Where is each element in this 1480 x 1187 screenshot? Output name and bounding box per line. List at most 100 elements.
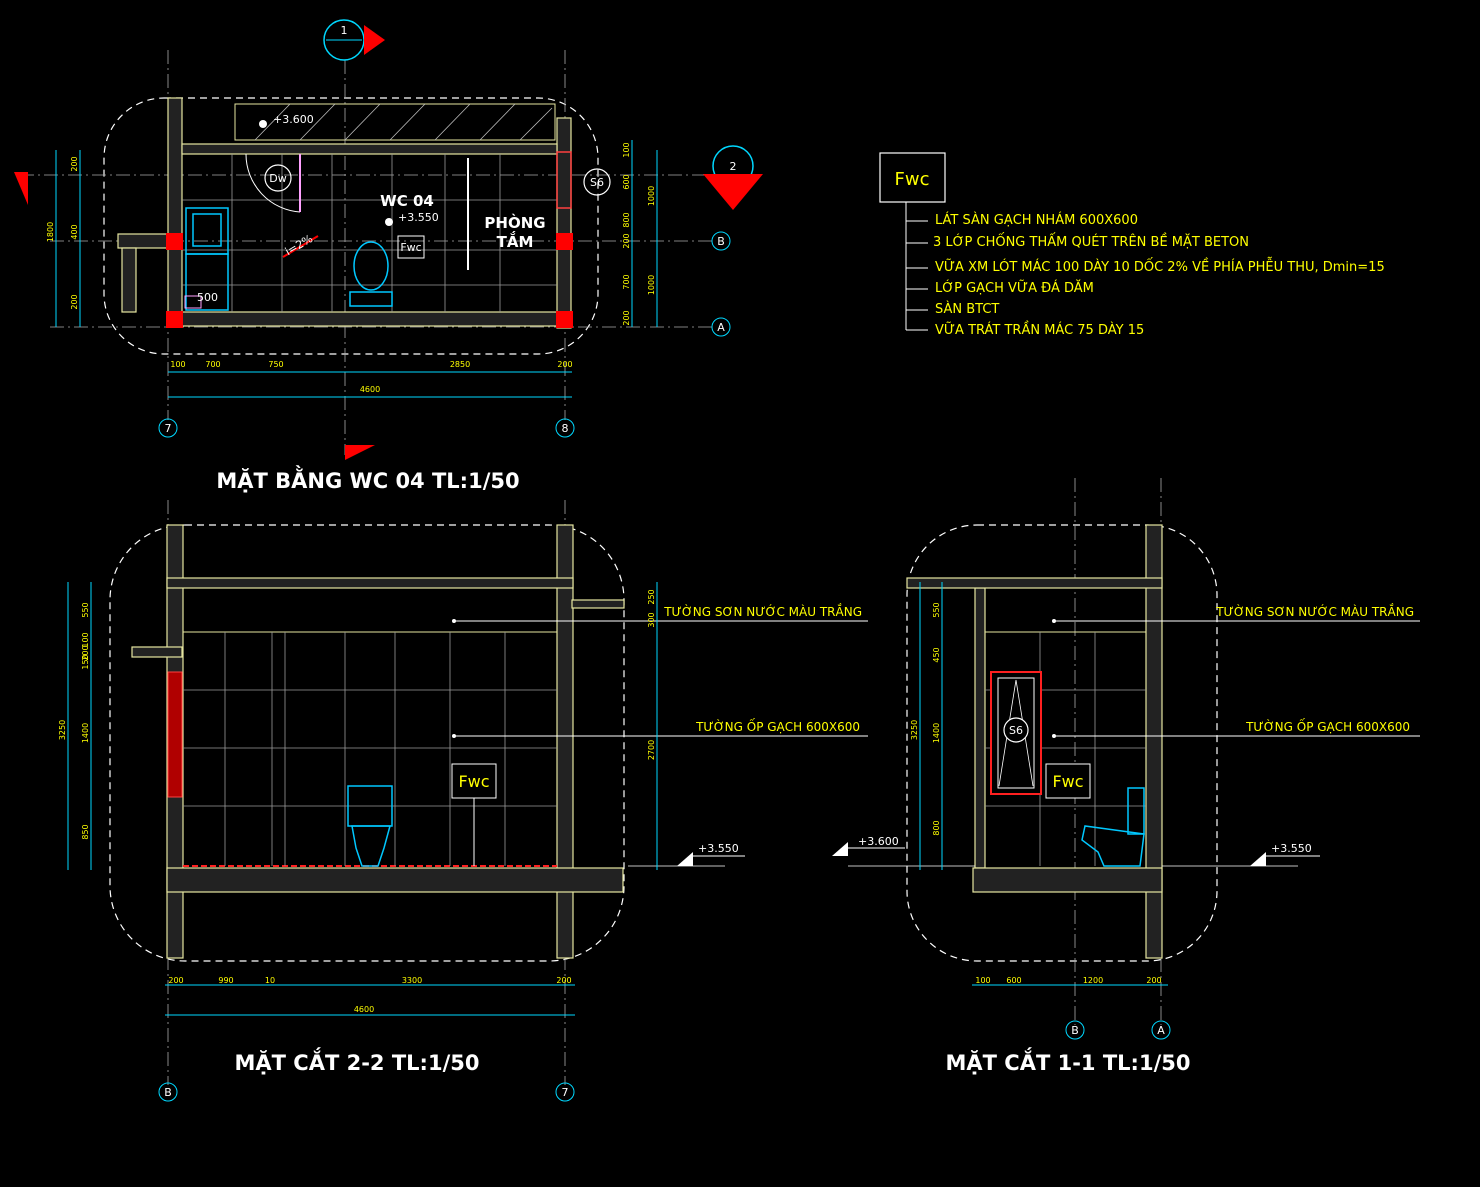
grid-bubble-b — [711, 231, 731, 251]
s11-window-tag: S6 — [1009, 724, 1023, 737]
svg-text:2700: 2700 — [647, 740, 656, 760]
s11-grid-bubble-left — [1065, 1020, 1085, 1040]
svg-text:1200: 1200 — [1083, 976, 1103, 985]
door-tag-circle — [264, 164, 292, 192]
svg-text:600: 600 — [622, 174, 631, 189]
svg-text:100: 100 — [622, 142, 631, 157]
s11-grid-bubble-right — [1151, 1020, 1171, 1040]
svg-text:1000: 1000 — [647, 275, 656, 295]
door-tag: Dw — [269, 172, 286, 185]
svg-text:300: 300 — [647, 612, 656, 627]
column-marker — [556, 233, 573, 250]
svg-text:450: 450 — [932, 647, 941, 662]
elev-floor: +3.550 — [398, 211, 439, 224]
legend-tag-box — [879, 152, 946, 203]
section-arrow-2b — [14, 172, 28, 205]
svg-text:2850: 2850 — [450, 360, 470, 369]
s11-elev-left-marker — [832, 842, 848, 856]
svg-text:100: 100 — [170, 360, 185, 369]
window-in-plan — [556, 151, 572, 209]
section-1-1: S6 Fwc TƯỜNG SƠN NƯỚC MÀU TRẮNG TƯỜNG ỐP… — [832, 478, 1420, 1075]
column-marker — [166, 233, 183, 250]
svg-text:B: B — [717, 235, 725, 248]
section22-title: MẶT CẮT 2-2 TL:1/50 — [235, 1047, 480, 1075]
svg-text:3250: 3250 — [910, 720, 919, 740]
grid-bubble-7 — [158, 418, 178, 438]
s22-canopy — [131, 646, 183, 658]
svg-text:A: A — [717, 321, 725, 334]
section-arrow-2 — [703, 174, 763, 210]
svg-text:100: 100 — [975, 976, 990, 985]
s22-fwc-box — [451, 763, 497, 799]
grid-bubble-a — [711, 317, 731, 337]
svg-text:7: 7 — [562, 1086, 569, 1099]
legend-item-3: VỮA XM LÓT MÁC 100 DÀY 10 DỐC 2% VỀ PHÍA… — [935, 258, 1385, 275]
s11-toilet-bowl — [1081, 825, 1145, 867]
toilet-tank — [349, 291, 393, 307]
column-marker — [556, 311, 573, 328]
elev-top: +3.600 — [273, 113, 314, 126]
section11-title: MẶT CẮT 1-1 TL:1/50 — [946, 1047, 1191, 1075]
fwc-tag: Fwc — [400, 241, 421, 254]
svg-text:3250: 3250 — [58, 720, 67, 740]
elev-marker — [385, 218, 393, 226]
svg-text:200: 200 — [70, 294, 79, 309]
window-tag-circle — [583, 168, 611, 196]
legend-item-6: VỮA TRÁT TRẦN MÁC 75 DÀY 15 — [935, 321, 1144, 338]
svg-text:800: 800 — [622, 212, 631, 227]
s11-elev-right: +3.550 — [1271, 842, 1312, 855]
plan-roof-band — [234, 103, 556, 141]
plan-tile-grid — [182, 154, 557, 312]
plan-boundary — [103, 97, 599, 355]
s22-window — [167, 671, 183, 798]
s11-window — [997, 677, 1035, 789]
s11-fwc-box — [1045, 763, 1091, 799]
svg-text:1000: 1000 — [647, 186, 656, 206]
s11-wall-right — [1145, 524, 1163, 959]
s22-elev-marker — [677, 852, 693, 866]
section-mark-2-label: 2 — [730, 160, 737, 173]
door-swing-arc — [245, 153, 301, 213]
svg-text:200: 200 — [556, 976, 571, 985]
svg-text:800: 800 — [932, 820, 941, 835]
legend-tag: Fwc — [895, 169, 930, 190]
room-name-bath-1: PHÒNG — [484, 213, 545, 232]
svg-text:200: 200 — [622, 233, 631, 248]
s11-wall-left — [974, 587, 986, 869]
s11-label-paint: TƯỜNG SƠN NƯỚC MÀU TRẮNG — [1215, 603, 1414, 619]
plan-wall-right — [556, 117, 572, 329]
svg-text:700: 700 — [205, 360, 220, 369]
svg-text:750: 750 — [268, 360, 283, 369]
s22-ceiling-slab — [166, 577, 574, 589]
svg-text:10: 10 — [265, 976, 275, 985]
s22-label-tile: TƯỜNG ỐP GẠCH 600X600 — [695, 718, 860, 734]
svg-text:700: 700 — [622, 274, 631, 289]
slope-arrow — [282, 235, 319, 258]
s22-fwc-tag: Fwc — [458, 772, 489, 791]
room-name-wc: WC 04 — [380, 192, 434, 210]
svg-text:400: 400 — [70, 224, 79, 239]
section11-boundary — [906, 524, 1218, 962]
elev-marker — [259, 120, 267, 128]
s11-elev-right-marker — [1250, 852, 1266, 866]
svg-text:850: 850 — [81, 824, 90, 839]
svg-text:B: B — [1071, 1024, 1079, 1037]
s11-ceiling-slab — [906, 577, 1163, 589]
svg-text:250: 250 — [647, 589, 656, 604]
s22-grid-bubble-right — [555, 1082, 575, 1102]
plan-title: MẶT BẰNG WC 04 TL:1/50 — [216, 465, 519, 493]
plan-wall-stub2 — [121, 247, 137, 313]
s22-grid-bubble-left — [158, 1082, 178, 1102]
svg-text:A: A — [1157, 1024, 1165, 1037]
counter — [185, 253, 229, 311]
svg-text:4600: 4600 — [360, 385, 380, 394]
window-tag: S6 — [590, 176, 604, 189]
room-name-bath-2: TẮM — [497, 230, 534, 251]
s11-fwc-tag: Fwc — [1052, 772, 1083, 791]
slope-label: i=2% — [283, 232, 315, 258]
svg-text:1400: 1400 — [932, 723, 941, 743]
legend-item-1: LÁT SÀN GẠCH NHÁM 600X600 — [935, 212, 1138, 228]
s22-tile-grid — [183, 632, 557, 866]
